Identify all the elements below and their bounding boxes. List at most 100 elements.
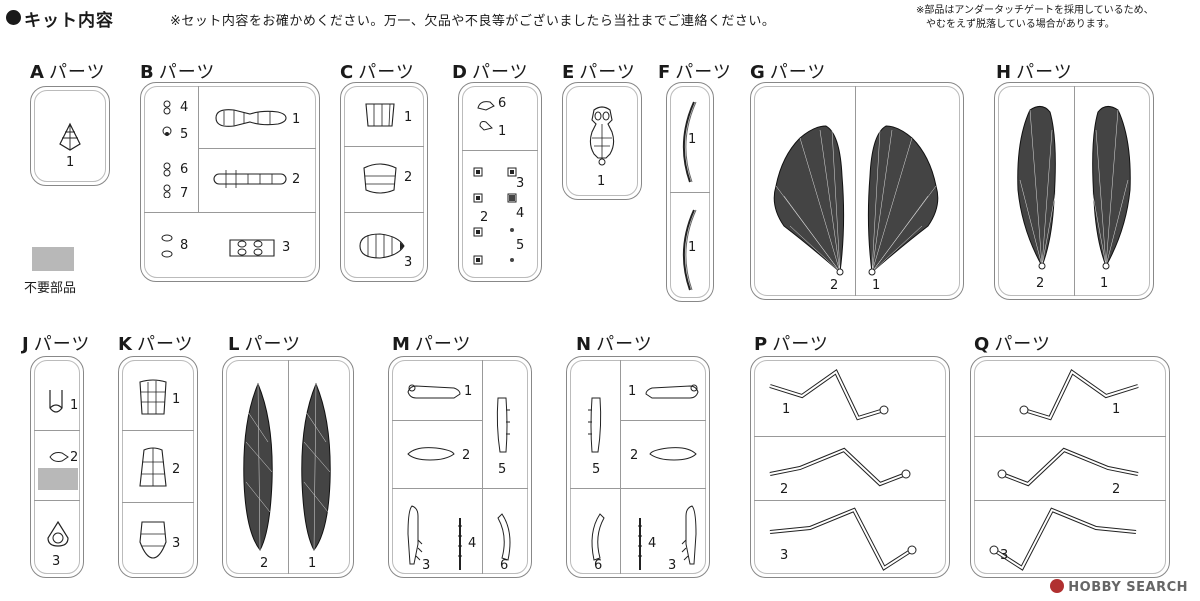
num-j3: 3 <box>52 554 61 569</box>
num-b4: 4 <box>180 100 189 115</box>
divider <box>754 436 946 437</box>
unused-swatch <box>32 247 74 271</box>
header-bullet <box>6 10 21 25</box>
num-b2: 2 <box>292 172 301 187</box>
divider <box>620 360 621 574</box>
frame-b <box>140 82 320 282</box>
num-e1: 1 <box>597 174 606 189</box>
part-n5 <box>588 397 602 453</box>
part-q2-leg <box>997 447 1139 487</box>
divider <box>570 488 706 489</box>
part-e1 <box>589 106 615 166</box>
num-d5: 5 <box>516 238 525 253</box>
num-m6: 6 <box>500 558 509 573</box>
num-q2: 2 <box>1112 482 1121 497</box>
num-m5: 5 <box>498 462 507 477</box>
divider <box>144 212 316 213</box>
header-side-note-line-1: ※部品はアンダータッチゲートを採用しているため、 <box>916 5 1154 16</box>
divider <box>344 212 424 213</box>
num-n6: 6 <box>594 558 603 573</box>
divider <box>392 420 482 421</box>
num-b3: 3 <box>282 240 291 255</box>
part-m4 <box>458 518 462 570</box>
part-m3 <box>407 505 423 565</box>
part-l1-wing <box>301 382 331 551</box>
num-d3: 3 <box>516 176 525 191</box>
part-k1 <box>139 379 167 415</box>
num-m2: 2 <box>462 448 471 463</box>
num-b6: 6 <box>180 162 189 177</box>
part-a1 <box>59 122 81 151</box>
header-side-note: ※部品はアンダータッチゲートを採用しているため、 やむをえず脱落している場合があ… <box>916 4 1154 32</box>
frame-a <box>30 86 110 186</box>
num-p3: 3 <box>780 548 789 563</box>
divider <box>670 192 710 193</box>
part-p2-leg <box>769 447 911 487</box>
divider <box>754 500 946 501</box>
part-k2 <box>139 447 167 487</box>
unused-label: 不要部品 <box>24 281 77 296</box>
divider <box>462 150 538 151</box>
watermark-logo-icon <box>1050 579 1065 593</box>
divider <box>288 360 289 574</box>
j2-unused-marker <box>38 468 78 490</box>
part-q3-leg <box>989 507 1137 571</box>
part-l2-wing <box>243 382 273 551</box>
num-n3: 3 <box>668 558 677 573</box>
num-m4: 4 <box>468 536 477 551</box>
num-m1: 1 <box>464 384 473 399</box>
num-n2: 2 <box>630 448 639 463</box>
divider <box>344 146 424 147</box>
num-c2: 2 <box>404 170 413 185</box>
num-f1-bottom: 1 <box>688 240 697 255</box>
divider <box>620 420 706 421</box>
part-b-small-pieces <box>162 100 172 198</box>
part-d-small-pieces <box>473 167 517 265</box>
num-p2: 2 <box>780 482 789 497</box>
part-n6 <box>591 513 605 561</box>
num-b8: 8 <box>180 238 189 253</box>
part-k3 <box>139 521 167 559</box>
part-m6 <box>497 513 511 561</box>
part-m2 <box>407 447 455 461</box>
num-h2: 2 <box>1036 276 1045 291</box>
num-p1: 1 <box>782 402 791 417</box>
divider <box>855 86 856 296</box>
header-note: ※セット内容をお確かめください。万一、欠品や不良等がございましたら当社までご連絡… <box>170 14 776 29</box>
num-j2: 2 <box>70 450 79 465</box>
frame-j <box>30 356 84 578</box>
num-n5: 5 <box>592 462 601 477</box>
num-d6: 6 <box>498 96 507 111</box>
part-b1 <box>215 109 287 127</box>
num-l1: 1 <box>308 556 317 571</box>
num-d2: 2 <box>480 210 489 225</box>
part-b3 <box>229 239 275 257</box>
part-j2 <box>49 452 69 462</box>
page-title: キット内容 <box>24 11 114 31</box>
num-l2: 2 <box>260 556 269 571</box>
divider <box>198 148 316 149</box>
header-side-note-line-2: やむをえず脱落している場合があります。 <box>926 19 1115 30</box>
divider <box>34 430 80 431</box>
divider <box>1074 86 1075 296</box>
divider <box>974 436 1166 437</box>
frame-p <box>750 356 950 578</box>
num-k1: 1 <box>172 392 181 407</box>
num-m3: 3 <box>422 558 431 573</box>
num-c3: 3 <box>404 255 413 270</box>
part-n4 <box>638 518 642 570</box>
part-m5 <box>496 397 510 453</box>
part-h2-wing <box>1017 106 1057 270</box>
